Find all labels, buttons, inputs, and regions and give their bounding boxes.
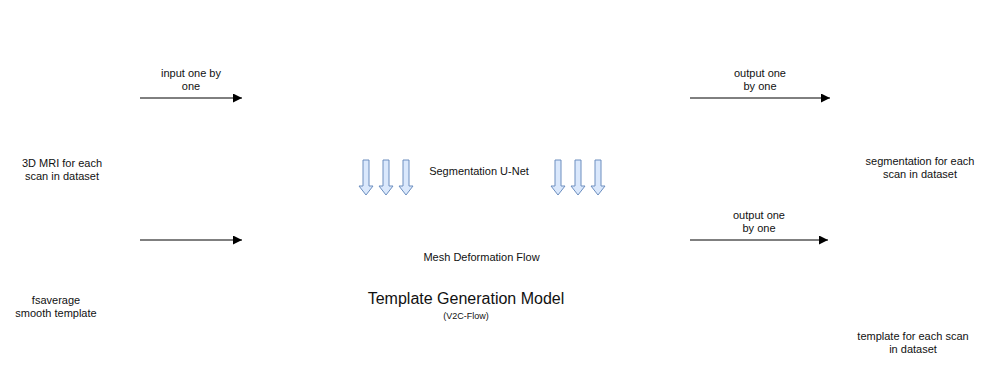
feature-arrow bbox=[551, 160, 565, 195]
illustration-part bbox=[873, 19, 937, 83]
decoder-trapezoid bbox=[496, 57, 658, 158]
illustration-part bbox=[48, 13, 126, 91]
illustration-part bbox=[13, 203, 108, 285]
data-arrow bbox=[690, 240, 828, 241]
template-stack bbox=[835, 198, 976, 326]
illustration-part bbox=[850, 51, 890, 81]
fsaverage-brain bbox=[13, 203, 108, 285]
illustration-part bbox=[877, 207, 970, 263]
mri-stack bbox=[12, 4, 138, 118]
illustration-part bbox=[852, 30, 916, 94]
illustration-part bbox=[30, 27, 108, 105]
edge-label: output one by one bbox=[728, 209, 790, 235]
illustration-part bbox=[856, 58, 882, 74]
data-arrow bbox=[140, 98, 242, 99]
illustration-part bbox=[838, 38, 902, 102]
stack-caption: fsaverage smooth template bbox=[14, 294, 98, 320]
stack-caption: 3D MRI for each scan in dataset bbox=[12, 157, 112, 183]
model-subtitle: (V2C-Flow) bbox=[242, 311, 690, 322]
illustration-part bbox=[847, 252, 940, 308]
unet-outline bbox=[298, 55, 660, 160]
feature-arrow bbox=[399, 160, 413, 195]
illustration-part bbox=[12, 40, 90, 118]
illustration-part bbox=[30, 52, 76, 88]
flow-arrow-shape bbox=[298, 183, 665, 247]
illustration-part bbox=[18, 36, 96, 114]
illustration-part bbox=[42, 18, 120, 96]
illustration-part bbox=[880, 15, 944, 79]
illustration-part bbox=[841, 261, 934, 317]
input-stack: 3D MRI for each scan in dataset bbox=[4, 3, 140, 185]
feature-arrow bbox=[591, 160, 605, 195]
illustration-part bbox=[835, 270, 928, 326]
encoder-trapezoid bbox=[300, 57, 462, 158]
model-box: Template Generation Model (V2C-Flow) Segme… bbox=[242, 5, 690, 358]
illustration-part bbox=[22, 46, 82, 110]
feature-arrow bbox=[571, 160, 585, 195]
illustration-part bbox=[860, 63, 880, 66]
model-title: Template Generation Model bbox=[242, 289, 690, 308]
feature-arrow bbox=[359, 160, 373, 195]
flow-outline bbox=[298, 195, 665, 235]
data-arrow bbox=[140, 240, 242, 241]
illustration-part bbox=[894, 8, 958, 72]
flow-arrow-box: Mesh Deformation Flow bbox=[298, 195, 665, 235]
illustration-part bbox=[24, 31, 102, 109]
illustration-part bbox=[38, 61, 66, 79]
unet-block: Segmentation U-Net bbox=[298, 55, 660, 160]
illustration-part bbox=[55, 86, 60, 102]
feature-arrow bbox=[379, 160, 393, 195]
edge-label: output one by one bbox=[729, 67, 791, 93]
stack-caption: segmentation for each scan in dataset bbox=[860, 155, 980, 181]
block-label: Mesh Deformation Flow bbox=[298, 251, 665, 264]
illustration-part bbox=[874, 79, 888, 89]
illustration-part bbox=[36, 22, 114, 100]
illustration-part bbox=[866, 23, 930, 87]
illustration-part bbox=[887, 11, 951, 75]
illustration-part bbox=[865, 225, 958, 281]
illustration-part bbox=[57, 83, 75, 95]
illustration-part bbox=[54, 9, 132, 87]
segmentation-stack bbox=[838, 4, 965, 102]
data-arrow bbox=[690, 98, 830, 99]
block-label: Segmentation U-Net bbox=[298, 165, 660, 178]
edge-label: input one by one bbox=[160, 67, 222, 93]
illustration-part bbox=[883, 198, 976, 254]
illustration-part bbox=[871, 216, 964, 272]
illustration-part bbox=[859, 27, 923, 91]
template-input: fsaverage smooth template bbox=[4, 195, 140, 325]
illustration-part bbox=[25, 49, 79, 107]
illustration-part bbox=[853, 243, 946, 299]
illustration-part bbox=[60, 4, 138, 82]
illustration-part bbox=[901, 4, 965, 68]
template-stack-box: template for each scan in dataset bbox=[828, 193, 984, 362]
stack-caption: template for each scan in dataset bbox=[854, 330, 972, 356]
illustration-part bbox=[859, 234, 952, 290]
illustration-part bbox=[845, 34, 909, 98]
output-stack: segmentation for each scan in dataset bbox=[830, 3, 982, 185]
illustration-part bbox=[845, 45, 895, 99]
